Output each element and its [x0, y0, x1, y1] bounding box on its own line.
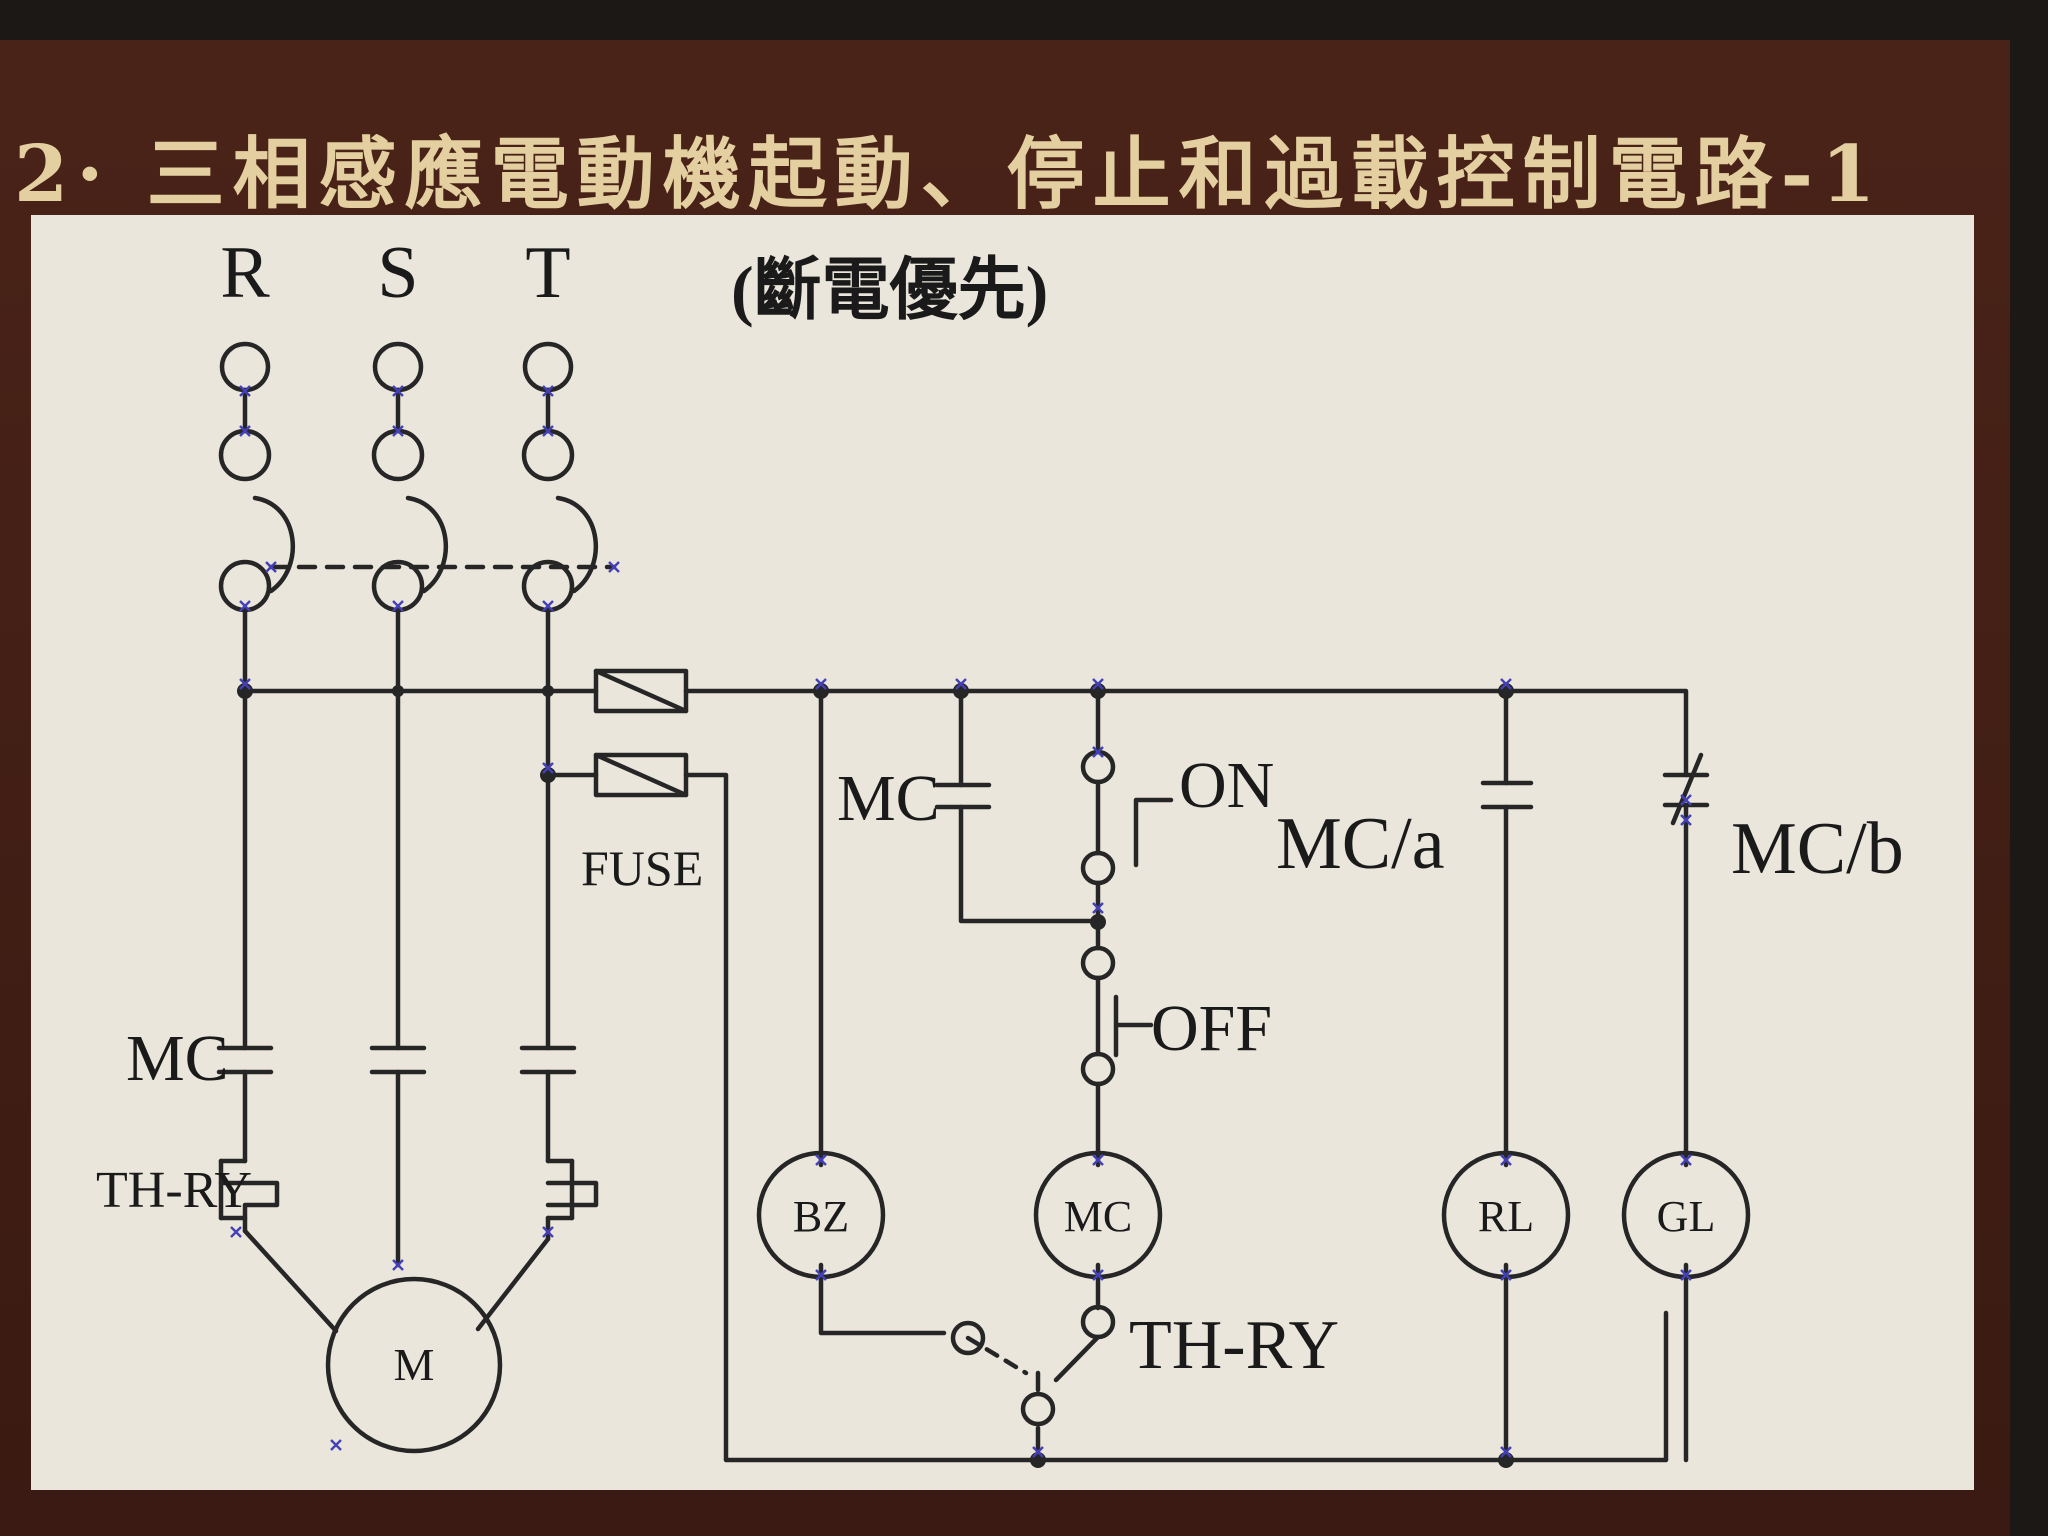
circuit-diagram: R S T (斷電優先) FUSE MC TH-RY M MC ON OFF M…	[96, 232, 1904, 1468]
wire-r-breaker	[252, 495, 295, 594]
mc-hold-contact	[934, 782, 992, 810]
diagram-panel: R S T (斷電優先) FUSE MC TH-RY M MC ON OFF M…	[31, 215, 1974, 1490]
red-lamp-label: RL	[1478, 1192, 1534, 1241]
wire-mc-hold-branch	[958, 688, 1101, 924]
phase-t-label: T	[525, 232, 570, 314]
mc-coil-label: MC	[1064, 1192, 1132, 1241]
wire-bz-branch	[818, 688, 947, 1336]
mc-b-label: MC/b	[1731, 808, 1904, 890]
off-button	[1113, 994, 1154, 1058]
wire-r-motor	[242, 1228, 339, 1334]
mc-main-label: MC	[126, 1022, 229, 1095]
labels: R S T (斷電優先) FUSE MC TH-RY M MC ON OFF M…	[96, 232, 1904, 1390]
green-lamp-symbol	[1621, 1150, 1751, 1280]
slide-title: 2· 三相感應電動機起動、停止和過載控制電路-1	[14, 129, 1884, 220]
wire-th-ry-link	[965, 1335, 1029, 1376]
on-label: ON	[1179, 749, 1274, 822]
wire-t-down	[545, 607, 575, 1242]
on-button	[1133, 797, 1174, 868]
fuses	[593, 668, 689, 798]
mc-coil-symbol	[1033, 1150, 1163, 1280]
th-ry-control-label: TH-RY	[1129, 1307, 1339, 1384]
main-mc-contacts	[216, 1045, 577, 1075]
wires	[218, 387, 1689, 1463]
phase-s-label: S	[377, 232, 418, 314]
mc-a-contact	[1480, 780, 1534, 810]
buzzer-label: BZ	[793, 1192, 849, 1241]
motor-symbol	[325, 1276, 503, 1454]
mc-hold-label: MC	[837, 762, 940, 835]
mc-b-contact	[1662, 752, 1710, 826]
cad-marks	[230, 385, 1692, 1458]
green-lamp-label: GL	[1657, 1192, 1716, 1241]
wire-t-breaker	[555, 495, 598, 594]
mc-a-label: MC/a	[1276, 803, 1445, 885]
motor-label: M	[394, 1339, 435, 1390]
phase-r-label: R	[220, 232, 270, 314]
wire-s-breaker	[405, 495, 448, 594]
priority-subtitle: (斷電優先)	[731, 252, 1048, 328]
th-ry-heaters	[218, 1158, 599, 1221]
wire-top-bus	[242, 688, 1689, 778]
red-lamp-symbol	[1441, 1150, 1571, 1280]
fuse-label: FUSE	[581, 840, 703, 896]
buzzer-symbol	[756, 1150, 886, 1280]
loads	[325, 1150, 1751, 1454]
th-ry-main-label: TH-RY	[96, 1162, 252, 1219]
wire-t-motor	[475, 1236, 551, 1332]
off-label: OFF	[1151, 992, 1272, 1065]
